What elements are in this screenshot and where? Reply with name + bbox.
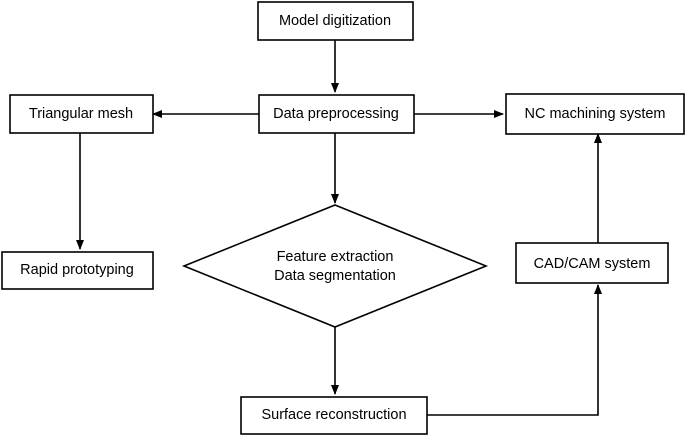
node-triangular-mesh: Triangular mesh xyxy=(9,94,154,134)
triangular-mesh-label: Triangular mesh xyxy=(29,106,133,122)
data-preprocessing-label: Data preprocessing xyxy=(273,106,399,122)
data-segmentation-label: Data segmentation xyxy=(274,268,396,284)
model-digitization-box xyxy=(257,1,414,41)
rapid-prototyping-label: Rapid prototyping xyxy=(20,262,134,278)
cad-cam-system-box xyxy=(515,242,669,284)
data-preprocessing-box xyxy=(258,94,415,134)
nc-machining-system-label: NC machining system xyxy=(524,106,665,122)
node-rapid-prototyping: Rapid prototyping xyxy=(1,251,154,290)
triangular-mesh-box xyxy=(9,94,154,134)
feature-extraction-label: Feature extraction xyxy=(277,249,394,265)
node-model-digitization: Model digitization xyxy=(257,1,414,41)
arrow-surface-reconstruction-to-cad-cam xyxy=(427,284,602,416)
connectors xyxy=(76,40,602,416)
cad-cam-system-label: CAD/CAM system xyxy=(534,256,651,272)
rapid-prototyping-box xyxy=(1,251,154,290)
surface-reconstruction-box xyxy=(240,396,428,435)
node-surface-reconstruction: Surface reconstruction xyxy=(240,396,428,435)
model-digitization-label: Model digitization xyxy=(279,13,391,29)
node-cad-cam-system: CAD/CAM system xyxy=(515,242,669,284)
node-data-preprocessing: Data preprocessing xyxy=(258,94,415,134)
node-feature-extraction-decision: Feature extraction Data segmentation xyxy=(181,204,489,328)
node-nc-machining-system: NC machining system xyxy=(505,93,685,135)
nc-machining-system-box xyxy=(505,93,685,135)
feature-extraction-diamond xyxy=(181,204,489,328)
surface-reconstruction-label: Surface reconstruction xyxy=(261,407,406,423)
